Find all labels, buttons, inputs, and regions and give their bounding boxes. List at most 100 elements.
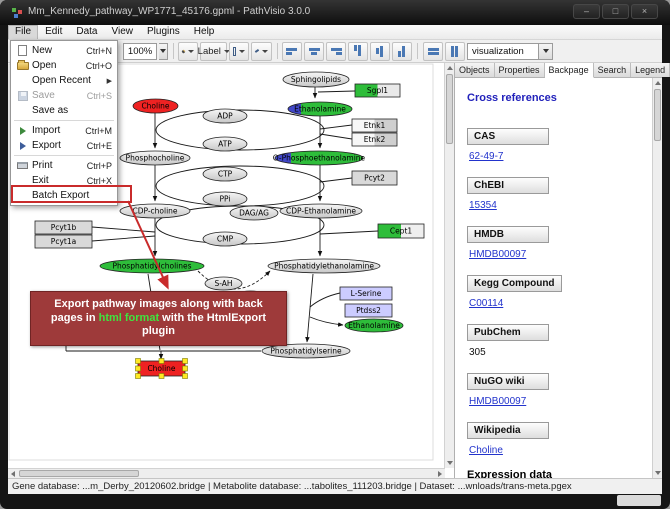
shape-tool-button[interactable] [229, 41, 250, 61]
pathway-node-phosphatidylethanolamine[interactable]: Phosphatidylethanolamine [267, 258, 381, 274]
reference-link[interactable]: HMDB00097 [469, 396, 527, 407]
tab-search[interactable]: Search [593, 63, 632, 77]
svg-text:Pcyt1b: Pcyt1b [51, 223, 77, 232]
pathway-node-ethanolamine-bottom[interactable]: Ethanolamine [344, 318, 404, 333]
scroll-right-icon[interactable] [435, 469, 445, 479]
reference-link[interactable]: 15354 [469, 200, 497, 211]
menubar-item-plugins[interactable]: Plugins [146, 26, 180, 37]
scroll-up-icon[interactable] [653, 78, 663, 88]
svg-text:Phosphatidylethanolamine: Phosphatidylethanolamine [274, 262, 374, 271]
align-bottom-button[interactable] [392, 41, 413, 61]
pathway-node-ctp[interactable]: CTP [202, 166, 248, 182]
match-height-button[interactable] [445, 41, 465, 61]
pathway-node-s-ah[interactable]: S-AH [204, 276, 243, 291]
canvas-vertical-scrollbar[interactable] [444, 63, 454, 468]
tab-backpage[interactable]: Backpage [544, 63, 594, 78]
datanode-tool-button[interactable] [178, 41, 199, 61]
file-menu-item-save-as[interactable]: Save as [11, 103, 117, 118]
blank-icon [15, 105, 30, 117]
pathway-node-phosphocholine[interactable]: Phosphocholine [119, 150, 191, 166]
svg-text:Etnk1: Etnk1 [364, 121, 386, 130]
file-menu-item-open-recent[interactable]: Open Recent▶ [11, 73, 117, 88]
scroll-up-icon[interactable] [445, 63, 455, 73]
scrollbar-thumb[interactable] [446, 74, 453, 144]
visualization-dropdown-button[interactable] [539, 42, 553, 60]
menubar-item-view[interactable]: View [111, 26, 133, 37]
scroll-down-icon[interactable] [653, 468, 663, 478]
svg-text:Cept1: Cept1 [390, 227, 413, 236]
align-bottom-icon [396, 45, 408, 57]
pathway-node-phosphatidylcholines[interactable]: Phosphatidylcholines [99, 258, 205, 274]
scrollbar-thumb[interactable] [654, 89, 661, 141]
file-menu-item-batch-export[interactable]: Batch Export [11, 188, 117, 203]
pathway-node-ppi[interactable]: PPi [202, 191, 248, 207]
menu-item-label: Exit [32, 175, 49, 186]
pathway-node-etnk2[interactable]: Etnk2 [351, 132, 398, 147]
pathway-node-etnk1[interactable]: Etnk1 [351, 118, 398, 133]
align-left-button[interactable] [282, 41, 303, 61]
pathway-node-dag[interactable]: DAG/AG [229, 205, 279, 221]
align-center-button[interactable] [304, 41, 325, 61]
pathway-node-phosphatidylserine[interactable]: Phosphatidylserine [261, 343, 351, 359]
titlebar: Mm_Kennedy_pathway_WP1771_45176.gpml - P… [0, 0, 670, 25]
pathway-node-adp[interactable]: ADP [202, 108, 248, 124]
scroll-down-icon[interactable] [445, 458, 455, 468]
pathway-node-sphingolipids[interactable]: Sphingolipids [282, 71, 350, 88]
menubar-item-edit[interactable]: Edit [45, 26, 63, 37]
minimize-button[interactable]: – [573, 4, 600, 19]
close-button[interactable]: × [631, 4, 658, 19]
align-top-button[interactable] [348, 41, 369, 61]
reference-link[interactable]: Choline [469, 445, 503, 456]
panel-vertical-scrollbar[interactable] [652, 78, 662, 478]
canvas-horizontal-scrollbar[interactable] [8, 468, 445, 478]
pathway-node-choline-top[interactable]: Choline [132, 98, 179, 114]
reference-link[interactable]: C00114 [469, 298, 504, 309]
chevron-down-icon [188, 49, 195, 53]
match-width-button[interactable] [423, 41, 443, 61]
menubar-item-help[interactable]: Help [193, 26, 215, 37]
pathway-node-l-serine[interactable]: L-Serine [339, 286, 393, 301]
tab-objects[interactable]: Objects [455, 63, 495, 77]
pathway-node-cdp-choline[interactable]: CDP-choline [119, 203, 191, 219]
tab-properties[interactable]: Properties [494, 63, 545, 77]
pathway-node-ptdss2[interactable]: Ptdss2 [344, 303, 393, 318]
align-middle-button[interactable] [370, 41, 391, 61]
pathway-node-sgpl1[interactable]: Sgpl1 [354, 83, 401, 98]
visualization-select[interactable]: visualization [467, 42, 539, 60]
pathway-node-pcyt1a[interactable]: Pcyt1a [34, 234, 93, 249]
reference-link[interactable]: 62-49-7 [469, 151, 504, 162]
align-right-button[interactable] [326, 41, 347, 61]
export-icon [15, 140, 30, 152]
menubar-item-data[interactable]: Data [76, 26, 98, 37]
menubar-item-file[interactable]: File [8, 25, 39, 39]
pathway-node-o-phosphoethanolamine[interactable]: O-Phosphoethanolamine [273, 150, 366, 166]
label-tool-button[interactable]: Label [198, 41, 230, 61]
pathway-node-cdp-ethanolamine[interactable]: CDP-Ethanolamine [279, 203, 363, 219]
pathway-node-cmp[interactable]: CMP [202, 231, 248, 247]
pathway-node-pcyt2[interactable]: Pcyt2 [351, 170, 398, 186]
pathway-node-ethanolamine-top[interactable]: Ethanolamine [287, 101, 353, 117]
reference-link[interactable]: HMDB00097 [469, 249, 527, 260]
chevron-down-icon [239, 49, 246, 53]
zoom-dropdown-button[interactable] [159, 42, 168, 60]
pathway-node-pcyt1b[interactable]: Pcyt1b [34, 220, 93, 235]
scroll-left-icon[interactable] [8, 469, 18, 479]
tab-legend[interactable]: Legend [631, 63, 670, 77]
line-tool-button[interactable] [251, 41, 272, 61]
scrollbar-thumb[interactable] [19, 470, 139, 477]
pathway-node-atp[interactable]: ATP [202, 136, 248, 152]
pathway-node-choline-bottom[interactable]: Choline [135, 358, 188, 379]
pathway-node-cept1[interactable]: Cept1 [377, 223, 425, 239]
maximize-button[interactable]: □ [602, 4, 629, 19]
zoom-input[interactable]: 100% [122, 42, 158, 60]
